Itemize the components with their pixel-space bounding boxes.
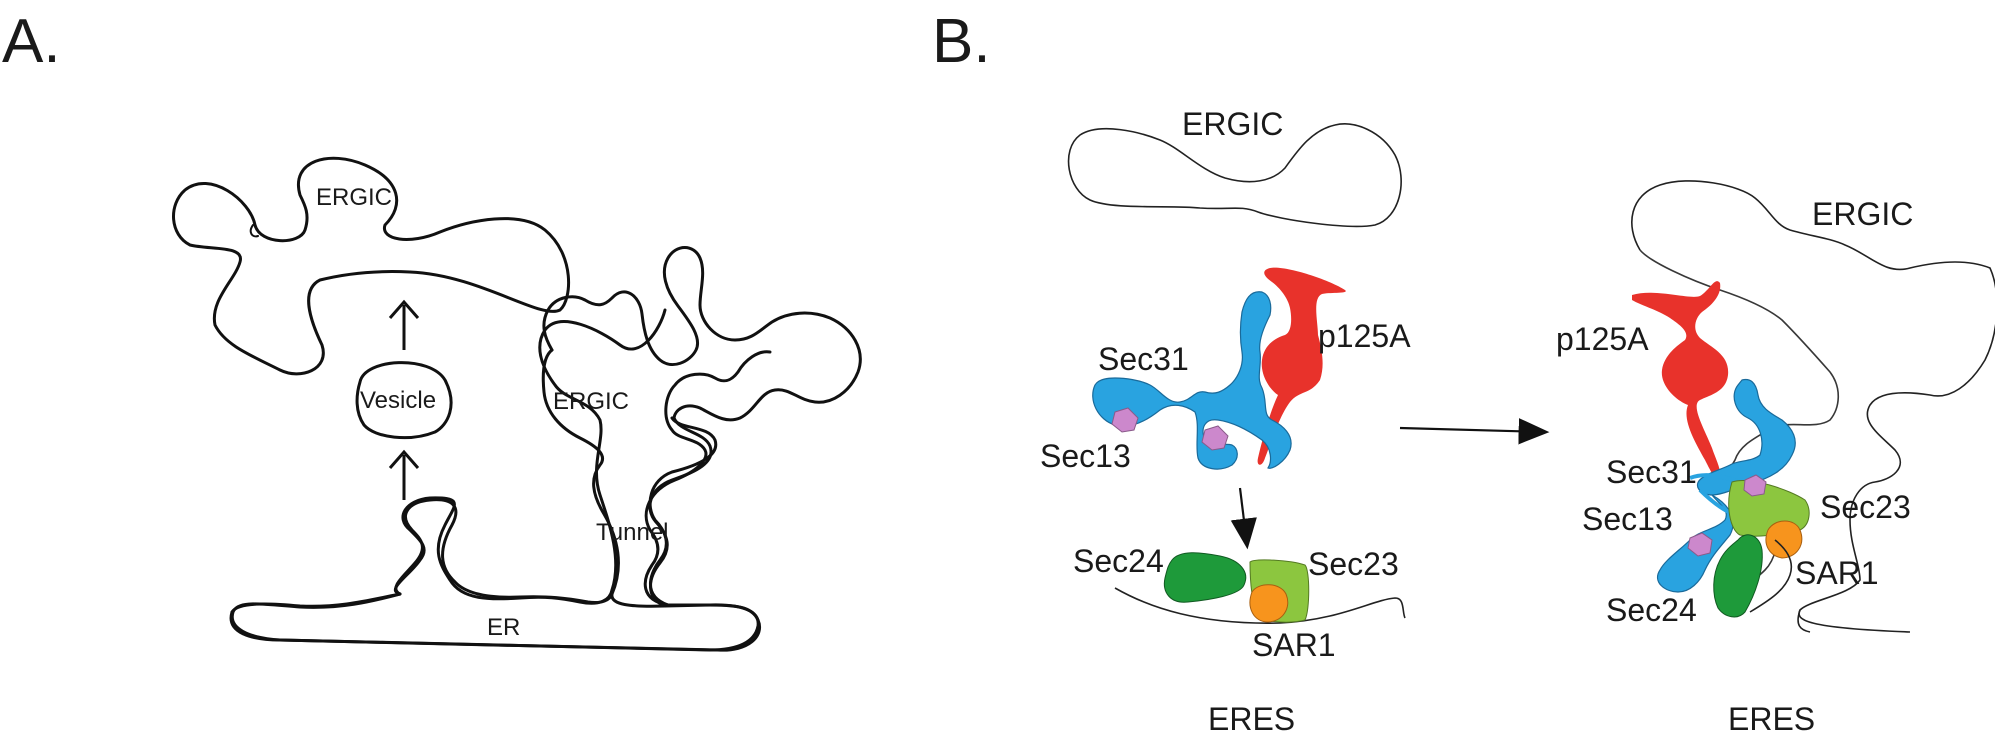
arrowhead-up-top	[388, 299, 420, 319]
panel-b-label: B.	[932, 7, 991, 76]
b-left-ergic-outline	[1067, 123, 1402, 228]
ergic-top-outline	[172, 156, 571, 376]
b-left-p125a-label: p125A	[1318, 318, 1411, 354]
b-right-p125a	[1632, 281, 1729, 481]
b-right-sec13-a	[1743, 474, 1767, 497]
b-left-sec13-a	[1111, 407, 1139, 433]
b-left-sec31-label: Sec31	[1098, 341, 1189, 377]
b-left-membrane	[1114, 587, 1406, 624]
b-right-sec31-label: Sec31	[1606, 454, 1697, 490]
b-left-sec13-label: Sec13	[1040, 438, 1131, 474]
b-right-sar1-label: SAR1	[1795, 555, 1879, 591]
b-right-sec23-label: Sec23	[1820, 489, 1911, 525]
panel-b: B. ERGIC p125A Sec31 Sec13 Sec24 Sec23 S…	[932, 7, 1995, 737]
panel-a-main: ERGIC Tunnel ER	[230, 246, 862, 652]
b-right-membrane	[1749, 539, 1793, 613]
tunnel-left-wall	[538, 308, 667, 592]
er-budding-site	[393, 496, 522, 601]
b-left-sec31	[1092, 291, 1292, 470]
tunnel-label: Tunnel	[596, 519, 669, 546]
er-body	[230, 592, 760, 652]
vesicle-label: Vesicle	[360, 387, 436, 414]
b-right-ergic-outline	[1631, 180, 1995, 633]
b-right-ergic-label: ERGIC	[1812, 196, 1913, 232]
b-left-eres-label: ERES	[1208, 701, 1295, 737]
er-bud	[394, 498, 614, 604]
b-left-p125a	[1257, 267, 1346, 465]
b-right-eres-label: ERES	[1728, 701, 1815, 737]
b-left-sec13-b	[1201, 425, 1229, 451]
ergic-top-curl	[249, 224, 259, 238]
b-right-sec24-label: Sec24	[1606, 592, 1697, 628]
ergic-right-label: ERGIC	[553, 388, 629, 415]
b-left-sar1-label: SAR1	[1252, 627, 1336, 663]
b-transition-arrow	[1399, 418, 1550, 445]
b-right-sar1	[1765, 520, 1803, 559]
panel-a-label: A.	[2, 7, 61, 76]
b-right-sec13-b	[1687, 532, 1713, 557]
b-right-sec13-label: Sec13	[1582, 501, 1673, 537]
b-left-arrow-down	[1230, 487, 1257, 550]
b-right-ergic-lower-wall	[1798, 609, 1911, 633]
tunnel-right	[648, 416, 713, 608]
b-left-sec23-label: Sec23	[1308, 546, 1399, 582]
tunnel-left	[541, 348, 620, 596]
b-right-sec31	[1697, 378, 1796, 496]
er-label: ER	[487, 614, 520, 641]
b-left-sec24-label: Sec24	[1073, 543, 1164, 579]
b-left-sar1	[1249, 584, 1289, 623]
b-left-ergic-label: ERGIC	[1182, 106, 1283, 142]
b-left-sec24	[1163, 552, 1247, 603]
arrowhead-up-bottom	[388, 449, 420, 469]
tunnel-right-wall	[648, 416, 718, 607]
ergic-top-label: ERGIC	[316, 184, 392, 211]
b-right-sec24	[1713, 534, 1763, 618]
b-right-p125a-label: p125A	[1556, 321, 1649, 357]
vesicle-outline	[355, 361, 453, 440]
ergic-a-right-top	[542, 246, 862, 422]
